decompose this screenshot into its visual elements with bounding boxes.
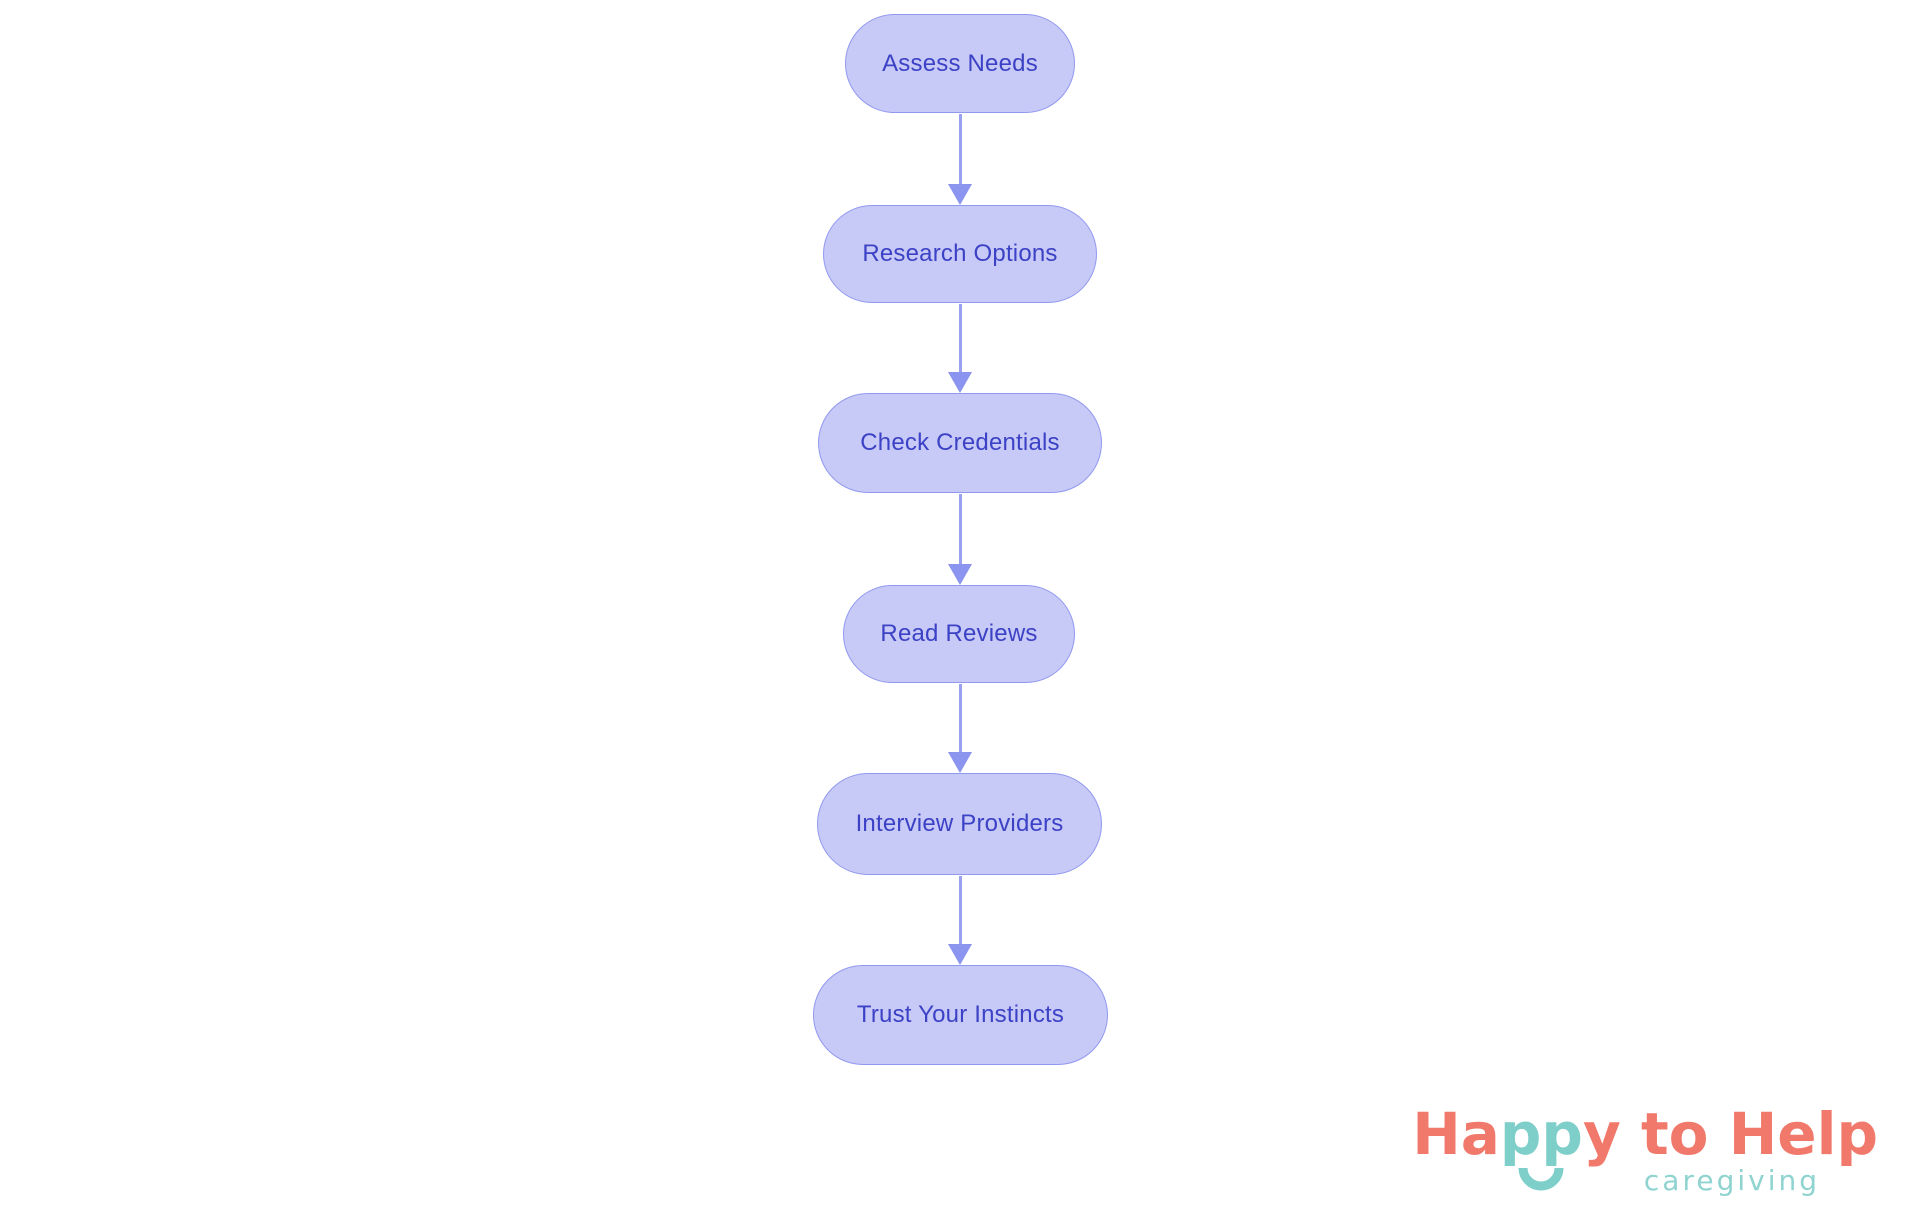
flow-arrow	[948, 494, 972, 585]
flow-node-label: Check Credentials	[860, 429, 1060, 456]
flow-arrow	[948, 114, 972, 205]
flow-node-label: Trust Your Instincts	[856, 1001, 1065, 1028]
arrow-line	[958, 494, 962, 564]
arrow-line	[958, 304, 962, 372]
flow-node-trust-your-instincts: Trust Your Instincts	[813, 965, 1108, 1065]
logo-pp-face: pp	[1500, 1105, 1583, 1191]
arrow-head-icon	[948, 564, 972, 585]
flow-node-research-options: Research Options	[823, 205, 1097, 303]
flow-node-label: Interview Providers	[855, 810, 1064, 837]
flow-arrow	[948, 304, 972, 393]
smile-icon	[1518, 1167, 1564, 1191]
arrow-line	[958, 876, 962, 944]
flow-node-label: Read Reviews	[880, 620, 1038, 647]
arrow-line	[958, 114, 962, 184]
flow-arrow	[948, 684, 972, 773]
flow-arrow	[948, 876, 972, 965]
arrow-line	[958, 684, 962, 752]
logo-wordmark-part: Ha	[1412, 1100, 1500, 1168]
arrow-head-icon	[948, 944, 972, 965]
logo-wordmark-part: y to Help	[1582, 1100, 1878, 1168]
flow-node-assess-needs: Assess Needs	[845, 14, 1075, 113]
flow-node-check-credentials: Check Credentials	[818, 393, 1102, 493]
flow-node-label: Assess Needs	[882, 49, 1038, 77]
flow-node-label: Research Options	[862, 240, 1058, 267]
flow-node-read-reviews: Read Reviews	[843, 585, 1075, 683]
arrow-head-icon	[948, 184, 972, 205]
arrow-head-icon	[948, 372, 972, 393]
logo-subtitle: caregiving	[1643, 1164, 1820, 1197]
flow-node-interview-providers: Interview Providers	[817, 773, 1102, 875]
arrow-head-icon	[948, 752, 972, 773]
logo-wordmark-part: pp	[1499, 1100, 1583, 1168]
